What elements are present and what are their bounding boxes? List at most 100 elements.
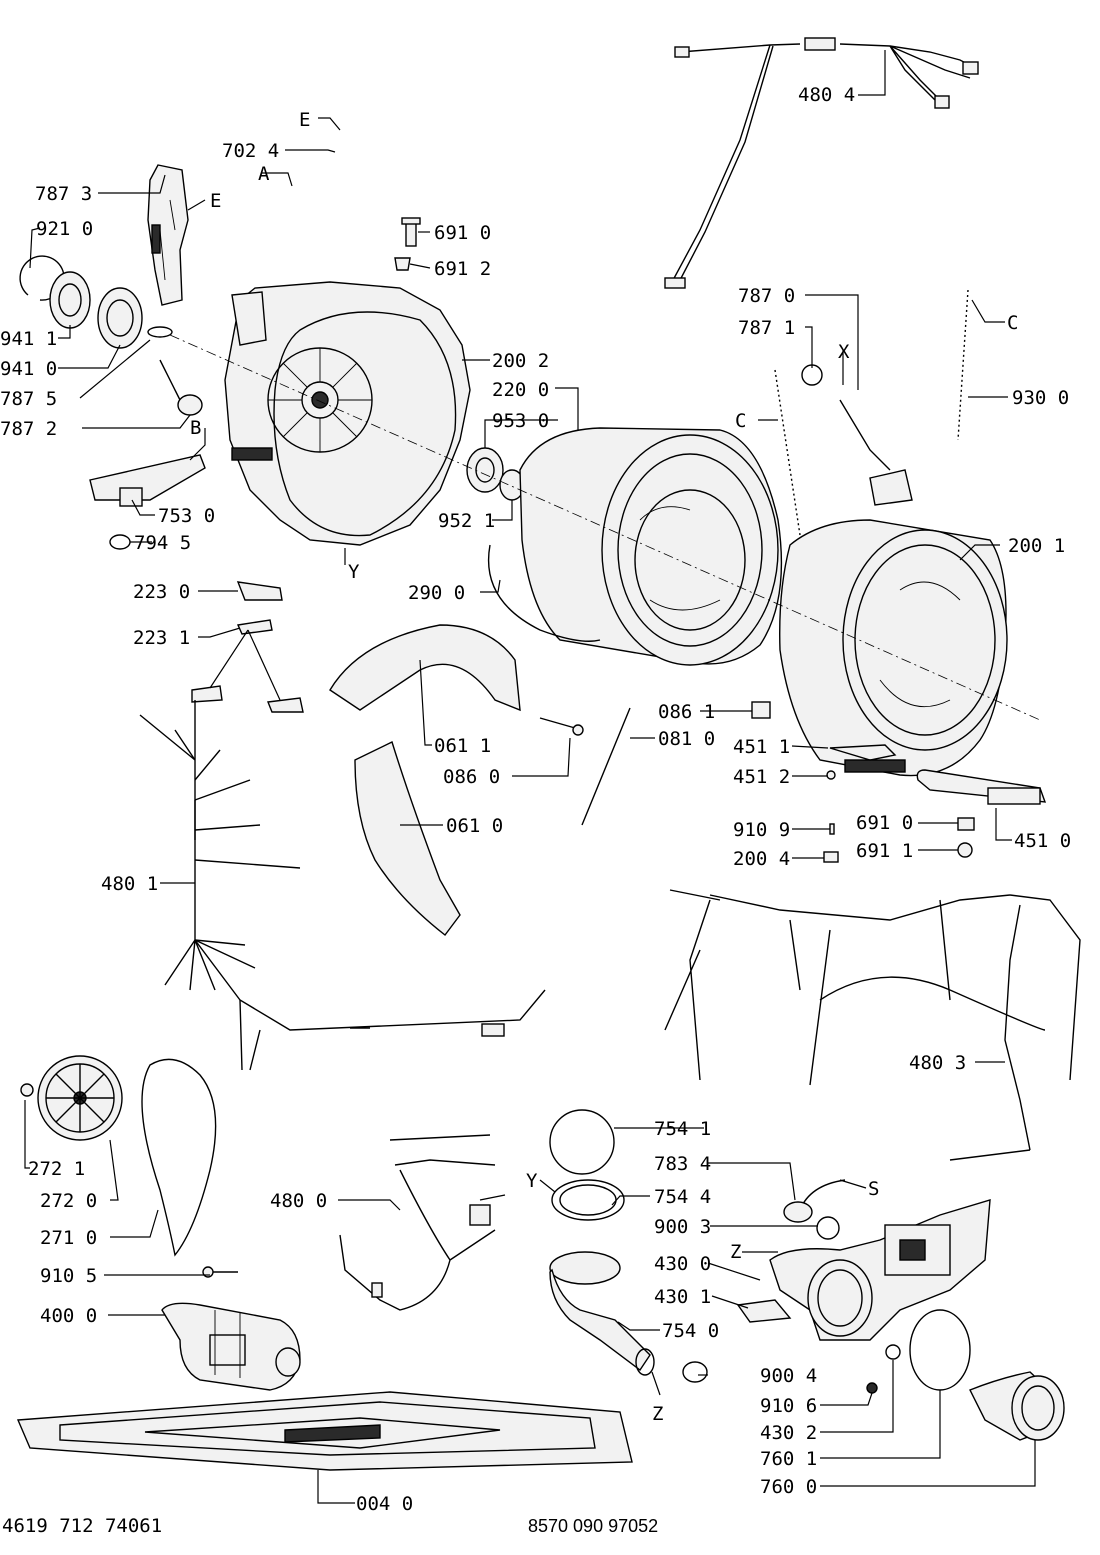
callout-451-2: 451 2 — [733, 766, 790, 788]
callout-910-5: 910 5 — [40, 1265, 97, 1287]
callout-691-1: 691 1 — [856, 840, 913, 862]
callout-c-right: C — [1007, 312, 1018, 334]
heater-451-0 — [916, 769, 1047, 805]
callout-753-0: 753 0 — [158, 505, 215, 527]
plug-691-0 — [957, 817, 975, 831]
counterweight-061-1 — [329, 624, 521, 712]
callout-760-0: 760 0 — [760, 1476, 817, 1498]
callout-787-0: 787 0 — [738, 285, 795, 307]
pressure-switch-753-0 — [89, 454, 206, 507]
gasket-760-1 — [909, 1309, 971, 1391]
bolt-086-0 — [539, 717, 584, 736]
bolt-691 — [394, 217, 421, 271]
drum-220-0 — [519, 427, 783, 666]
callout-787-2: 787 2 — [0, 418, 57, 440]
o-ring-794-5 — [109, 534, 131, 550]
callout-200-2: 200 2 — [492, 350, 549, 372]
callout-787-1: 787 1 — [738, 317, 795, 339]
callout-430-2: 430 2 — [760, 1422, 817, 1444]
washer-430-2 — [885, 1344, 901, 1360]
callout-480-1: 480 1 — [101, 873, 158, 895]
callout-400-0: 400 0 — [40, 1305, 97, 1327]
cap-754-1 — [549, 1109, 615, 1175]
drawing-number: 4619 712 74061 — [2, 1515, 162, 1537]
wiring-harness-480-4 — [664, 37, 979, 289]
grommet-691-1 — [957, 842, 973, 858]
callout-272-0: 272 0 — [40, 1190, 97, 1212]
callout-480-4: 480 4 — [798, 84, 855, 106]
spring-c-left — [774, 369, 801, 536]
callout-004-0: 004 0 — [356, 1493, 413, 1515]
callout-941-1: 941 1 — [0, 328, 57, 350]
callout-702-4: 702 4 — [222, 140, 279, 162]
strap-290-0 — [487, 544, 601, 642]
callout-b: B — [190, 417, 201, 439]
bellows-787-2 — [159, 359, 181, 401]
callout-061-0: 061 0 — [446, 815, 503, 837]
callout-787-3: 787 3 — [35, 183, 92, 205]
callout-223-1: 223 1 — [133, 627, 190, 649]
callout-691-0-right: 691 0 — [856, 812, 913, 834]
callout-430-0: 430 0 — [654, 1253, 711, 1275]
callout-c-left: C — [735, 410, 746, 432]
callout-x: X — [838, 341, 850, 363]
callout-754-1: 754 1 — [654, 1118, 711, 1140]
filter-hose-754-0 — [549, 1251, 655, 1376]
callout-z-bottom: Z — [652, 1403, 663, 1425]
callout-y-top: Y — [348, 561, 360, 583]
clamp-900-3 — [816, 1216, 840, 1240]
nut-451-2 — [826, 770, 836, 780]
callout-900-4: 900 4 — [760, 1365, 817, 1387]
sensor-451-1 — [829, 744, 897, 761]
callout-086-0: 086 0 — [443, 766, 500, 788]
motor-400-0 — [161, 1302, 301, 1391]
callout-451-1: 451 1 — [733, 736, 790, 758]
clamp-787-5 — [147, 326, 173, 338]
service-number: 8570 090 97052 — [528, 1516, 658, 1536]
callout-953-0: 953 0 — [492, 410, 549, 432]
spring-930-0 — [957, 289, 969, 441]
pin-086-1 — [751, 701, 771, 719]
callout-691-0-top: 691 0 — [434, 222, 491, 244]
callout-754-4: 754 4 — [654, 1186, 711, 1208]
hose-702-4 — [289, 125, 342, 232]
callout-y-mid: Y — [526, 1170, 538, 1192]
bearings-941 — [49, 271, 143, 349]
bracket-200-4 — [823, 851, 839, 863]
shock-absorber-081-0 — [581, 707, 631, 826]
callout-930-0: 930 0 — [1012, 387, 1069, 409]
clamp-900-4 — [682, 1361, 708, 1383]
screw-910-9 — [829, 823, 835, 835]
bracket-430-1 — [736, 1299, 792, 1323]
base-plate-004-0 — [16, 1391, 633, 1471]
nut-272-1 — [20, 1083, 34, 1097]
callout-794-5: 794 5 — [134, 532, 191, 554]
callout-e-top: E — [299, 109, 310, 131]
callout-910-6: 910 6 — [760, 1395, 817, 1417]
callout-272-1: 272 1 — [28, 1158, 85, 1180]
filter-cap-760-0 — [969, 1371, 1065, 1441]
callout-787-5: 787 5 — [0, 388, 57, 410]
callout-061-1: 061 1 — [434, 735, 491, 757]
callout-941-0: 941 0 — [0, 358, 57, 380]
counterweight-061-0 — [354, 741, 461, 936]
callout-081-0: 081 0 — [658, 728, 715, 750]
callout-z-top: Z — [730, 1241, 741, 1263]
screw-910-6 — [866, 1382, 878, 1394]
bellows-787-0 — [839, 399, 891, 471]
callout-451-0: 451 0 — [1014, 830, 1071, 852]
callout-223-0: 223 0 — [133, 581, 190, 603]
wiring-harness-480-3 — [664, 889, 1081, 1161]
belt-271-0 — [141, 1058, 217, 1257]
callout-200-1: 200 1 — [1008, 535, 1065, 557]
callout-910-9: 910 9 — [733, 819, 790, 841]
wiring-harness-480-1 — [139, 700, 546, 1071]
callout-754-0: 754 0 — [662, 1320, 719, 1342]
pulley-272-0 — [37, 1055, 123, 1141]
front-tub-200-1 — [779, 519, 1008, 777]
callout-271-0: 271 0 — [40, 1227, 97, 1249]
callout-783-4: 783 4 — [654, 1153, 711, 1175]
drum-axis — [169, 334, 1041, 721]
